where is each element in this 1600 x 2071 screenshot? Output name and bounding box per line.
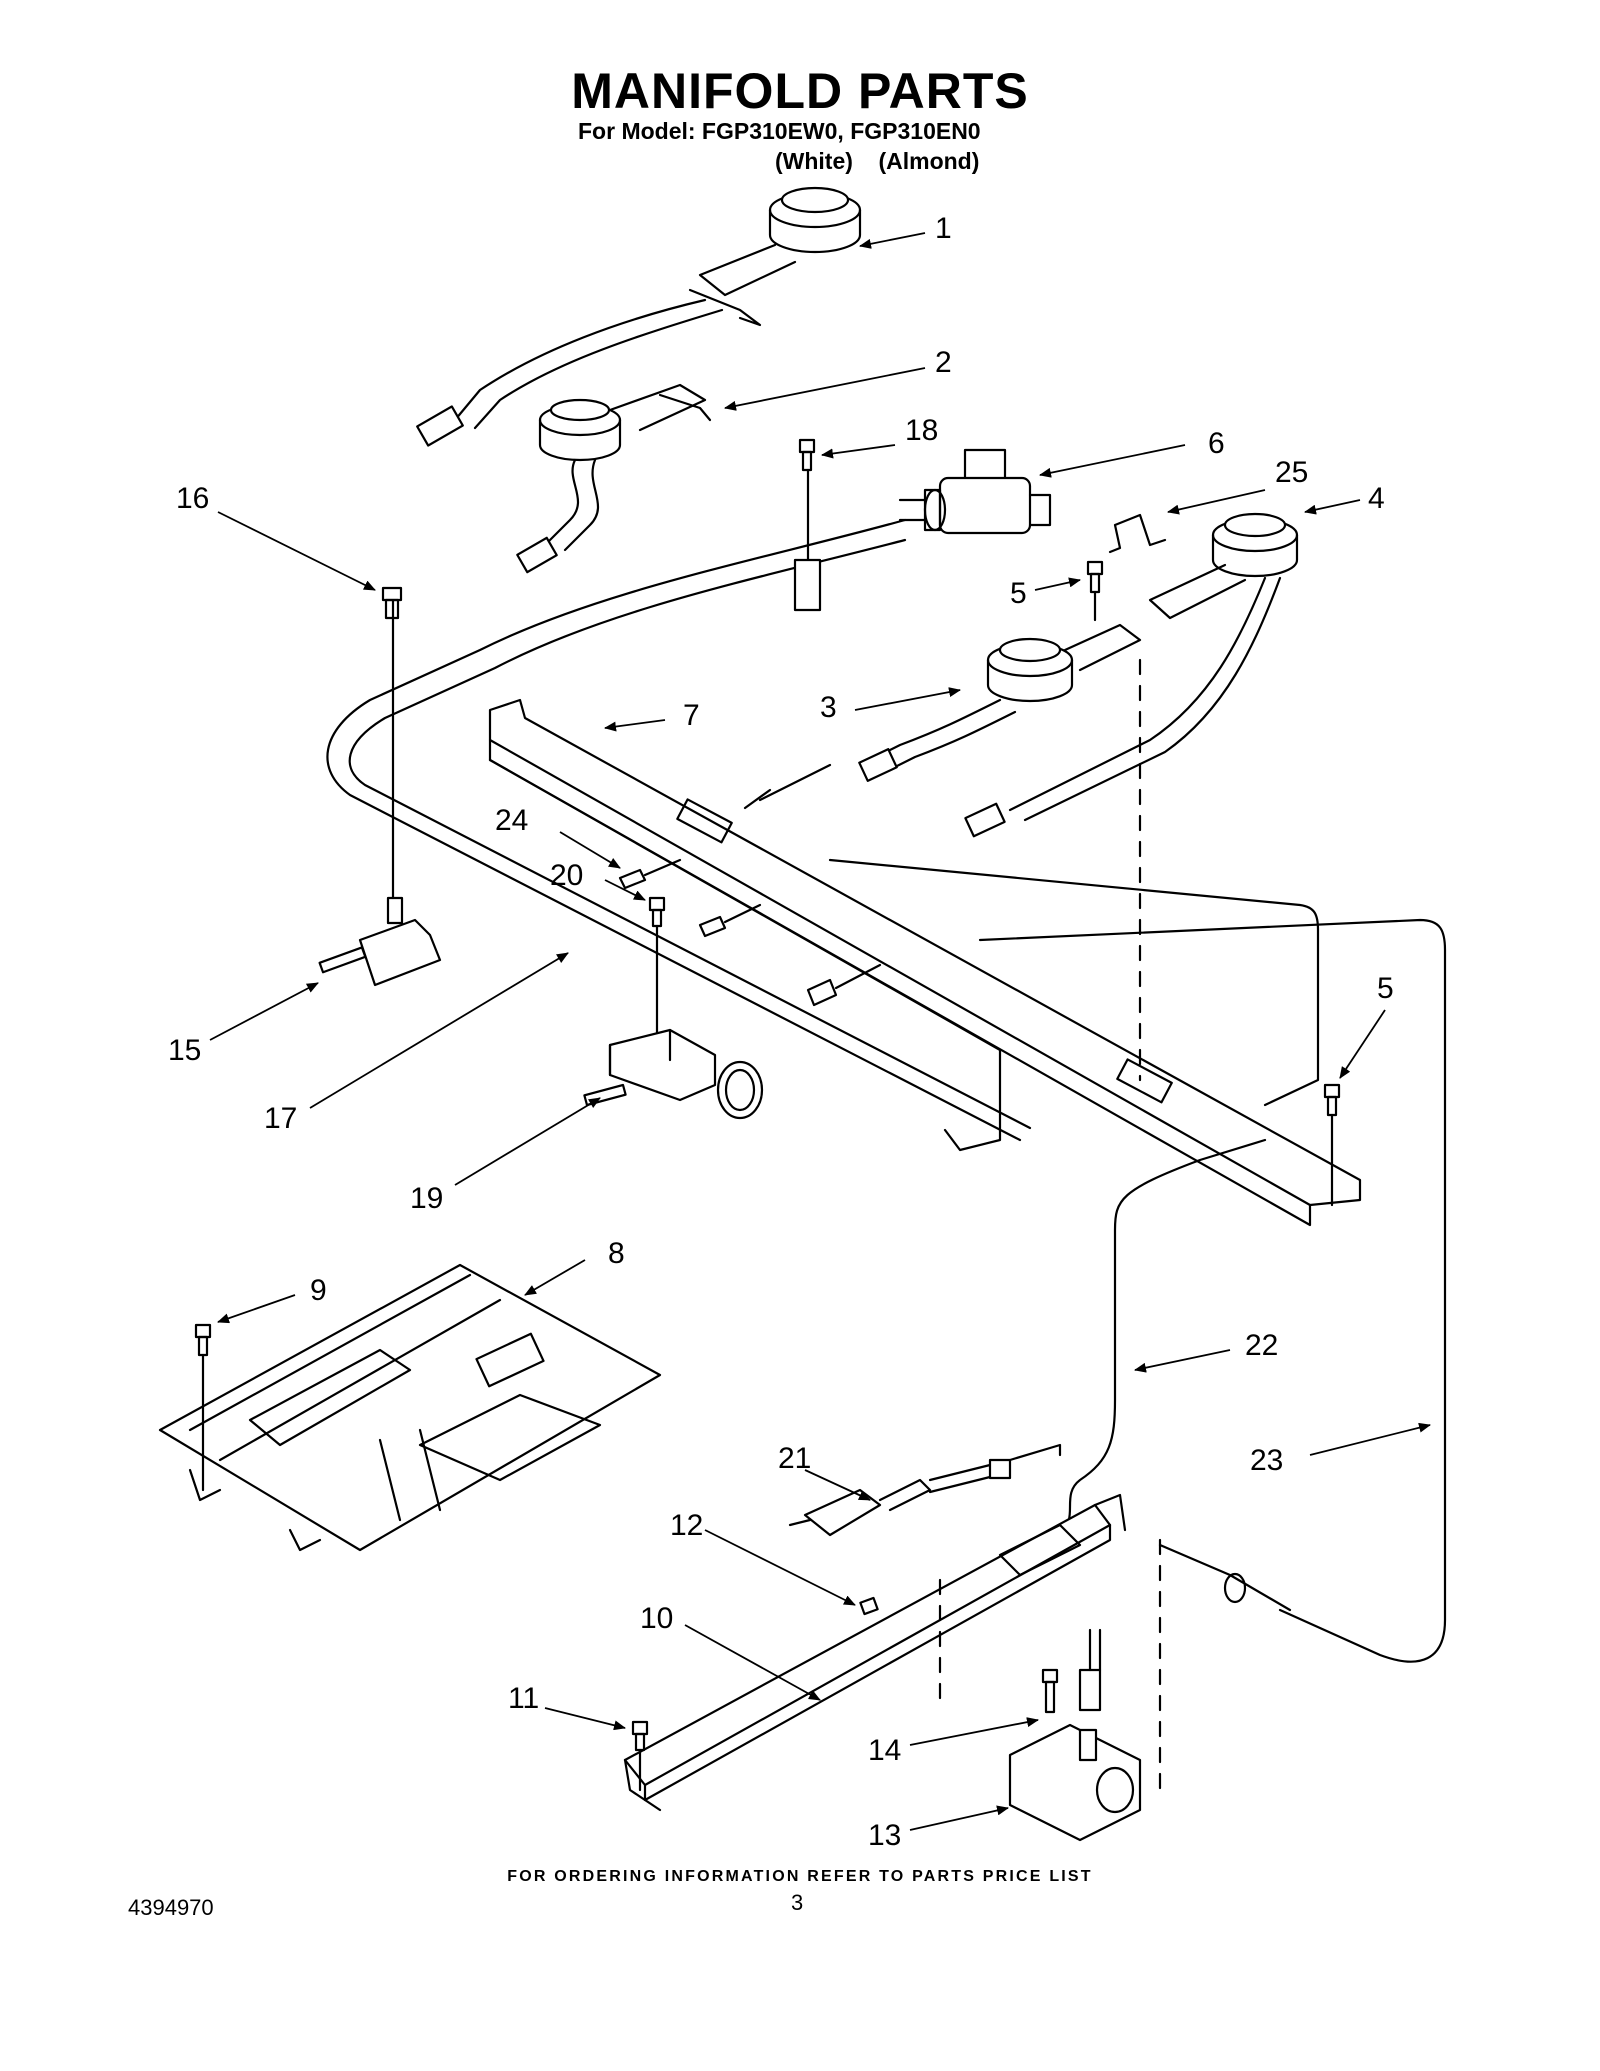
callout-14: 14 [868,1734,901,1767]
screw-20 [648,896,666,1047]
leader-8 [524,1259,586,1296]
leader-17 [309,952,569,1109]
leader-1 [859,232,926,249]
page-title: MANIFOLD PARTS [571,63,1029,119]
leader-12 [704,1529,856,1606]
leader-21 [804,1469,871,1501]
callout-23: 23 [1250,1444,1283,1477]
callout-15: 15 [168,1034,201,1067]
screw-5-right [1323,1083,1341,1207]
leader-13 [909,1805,1009,1831]
leader-20 [604,879,646,901]
leader-5 [1034,577,1081,591]
valve-15 [318,598,442,987]
document-number: 4394970 [128,1895,214,1920]
burner-shield-8 [158,1263,662,1552]
screw-12 [859,1596,879,1616]
callout-19: 19 [410,1182,443,1215]
gas-line-22 [828,858,1320,1532]
callout-1: 1 [935,212,952,245]
igniter-21 [788,1443,1062,1537]
callout-16: 16 [176,482,209,515]
oven-burner-10 [623,1493,1127,1812]
bracket-25 [1108,513,1167,554]
leader-7 [604,719,666,732]
callout-13: 13 [868,1819,901,1852]
leader-18 [821,444,896,459]
ordering-note: FOR ORDERING INFORMATION REFER TO PARTS … [507,1868,1093,1885]
leader-16 [217,511,376,591]
leader-14 [909,1717,1039,1746]
burner-4 [964,512,1299,838]
leader-6 [1039,444,1186,478]
burner-3 [858,623,1142,782]
leader-2 [724,367,926,411]
leader-25 [1167,489,1266,515]
leader-4 [1304,499,1361,515]
callout-2: 2 [935,346,952,379]
callout-5-right: 5 [1377,972,1394,1005]
color-line: (White) (Almond) [775,148,980,174]
callout-7: 7 [683,699,700,732]
burner-2 [516,383,712,574]
screw-16 [381,586,403,620]
screw-18 [793,438,822,612]
leader-22 [1134,1349,1231,1373]
screw-9 [194,1323,212,1492]
callout-22: 22 [1245,1329,1278,1362]
callout-5-top: 5 [1010,577,1027,610]
callout-17: 17 [264,1102,297,1135]
safety-valve-13 [1008,1628,1142,1842]
callout-25: 25 [1275,456,1308,489]
screw-14 [1041,1668,1059,1714]
ignition-switch-19 [583,1028,764,1120]
leader-15 [209,982,319,1041]
callout-3: 3 [820,691,837,724]
model-line: For Model: FGP310EW0, FGP310EN0 [578,118,981,144]
callout-18: 18 [905,414,938,447]
callout-6: 6 [1208,427,1225,460]
leader-10 [684,1624,821,1701]
leader-9 [217,1294,296,1324]
callout-24: 24 [495,804,528,837]
electrode-wire [743,763,832,810]
callout-8: 8 [608,1237,625,1270]
callout-4: 4 [1368,482,1385,515]
leader-11 [544,1707,626,1731]
alignment-lines [938,658,1162,1802]
gas-line-23 [978,918,1447,1663]
orifice [698,903,762,938]
callout-9: 9 [310,1274,327,1307]
callout-12: 12 [670,1509,703,1542]
leader-3 [854,687,961,711]
leader-5b [1339,1009,1386,1079]
leader-19 [454,1097,601,1186]
page-number: 3 [791,1890,804,1915]
orifice-24 [618,858,682,890]
callout-10: 10 [640,1602,673,1635]
callout-20: 20 [550,859,583,892]
callout-21: 21 [778,1442,811,1475]
screw-5-top [1086,560,1104,622]
regulator-6 [898,448,1052,535]
pipe-fitting [1158,1543,1292,1612]
screw-11 [631,1720,649,1792]
burner-1 [416,186,862,447]
callout-11: 11 [508,1682,539,1715]
manifold-bracket-7 [488,698,1362,1227]
orifice [806,963,882,1007]
leader-23 [1309,1422,1431,1456]
leader-24 [559,831,621,869]
